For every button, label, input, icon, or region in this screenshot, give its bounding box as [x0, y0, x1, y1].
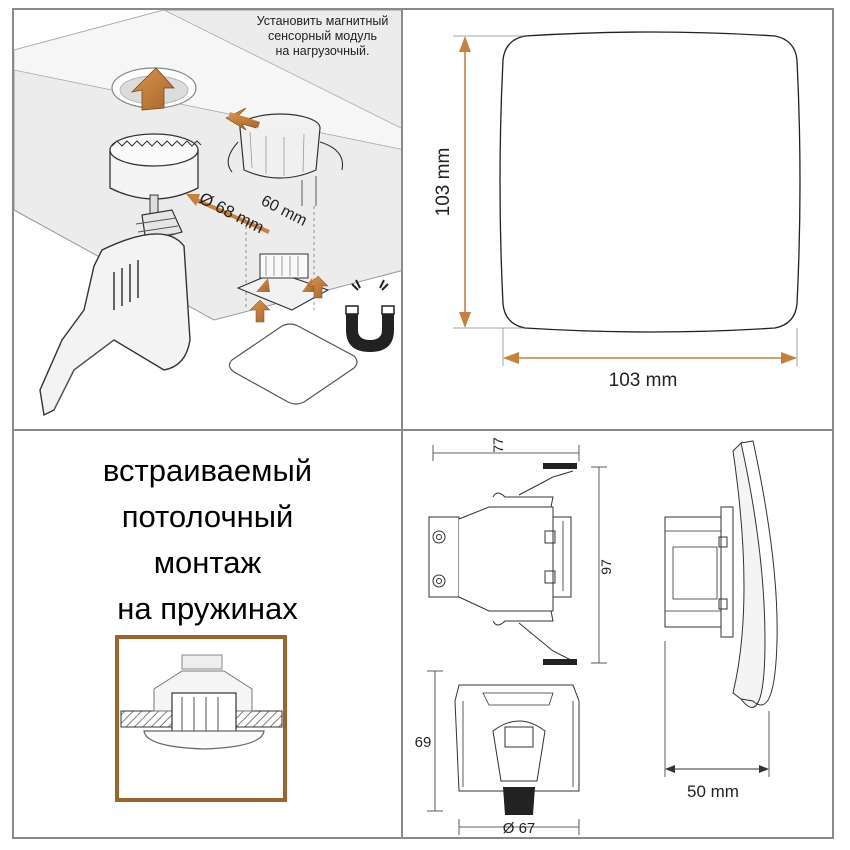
- sensor-cover: [228, 323, 358, 405]
- caption-line1: встраиваемый: [102, 453, 313, 488]
- install-note-line1: Установить магнитный: [256, 14, 389, 28]
- front-view-panel: 103 mm 103 mm: [401, 8, 834, 431]
- body-height-label: 69: [415, 734, 432, 751]
- mounting-type-panel: встраиваемый потолочный монтаж на пружин…: [12, 429, 403, 839]
- sensor-module: [236, 253, 330, 311]
- height-label: 103 mm: [433, 148, 454, 217]
- installation-panel: Ø 68 mm 60 mm Установить магнитный сенсо…: [12, 8, 405, 431]
- mounting-box: [225, 107, 344, 179]
- diameter-label: Ø 67: [503, 820, 536, 837]
- front-view-drawing: 103 mm 103 mm: [433, 31, 801, 391]
- up-arrow-icon: [249, 299, 271, 323]
- side-view-body: [454, 684, 580, 815]
- hole-saw: [109, 133, 202, 218]
- tech-drawing-panel: 77 97 69: [401, 429, 834, 839]
- sensor-plate-outline: [499, 31, 801, 333]
- drill: [39, 209, 191, 417]
- caption-line2: потолочный: [121, 499, 294, 534]
- caption-line4: на пружинах: [117, 591, 298, 626]
- height-97-label: 97: [598, 559, 614, 575]
- caption-line3: монтаж: [153, 545, 262, 580]
- install-note-line3: на нагрузочный.: [275, 44, 370, 58]
- mounting-section-drawing: [115, 635, 287, 802]
- top-width-label: 77: [490, 437, 506, 453]
- install-note-line2: сенсорный модуль: [267, 29, 378, 43]
- width-label: 103 mm: [609, 370, 678, 391]
- install-note: Установить магнитный сенсорный модуль на…: [240, 14, 405, 59]
- profile-view: [664, 440, 778, 708]
- technical-drawing: 77 97 69: [415, 437, 778, 837]
- installation-illustration: Ø 68 mm 60 mm: [14, 10, 405, 417]
- top-view-body: [428, 463, 577, 665]
- depth-label: 50 mm: [687, 782, 739, 801]
- magnet-icon: [345, 279, 395, 352]
- up-arrow-icon: [130, 67, 175, 111]
